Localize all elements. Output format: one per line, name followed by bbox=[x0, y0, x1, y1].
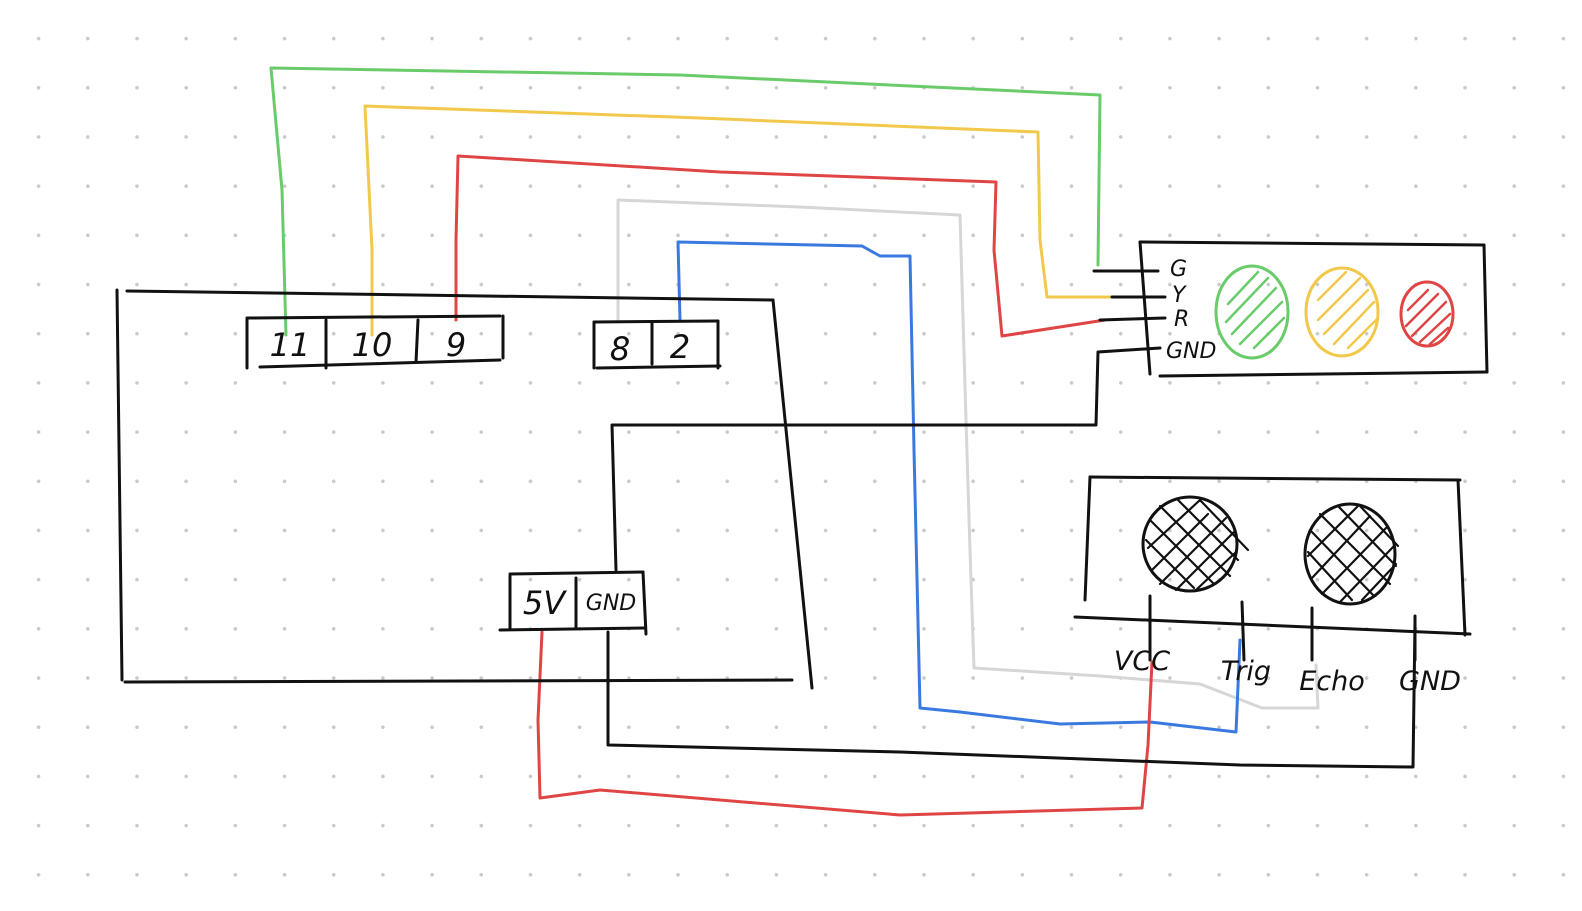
power-header: 5V GND bbox=[498, 570, 648, 636]
wire-red-5v-to-vcc bbox=[536, 630, 1154, 817]
traffic-pin-r-label: R bbox=[1174, 307, 1189, 332]
pin-11-label: 11 bbox=[270, 326, 311, 364]
transducer-left-icon bbox=[1141, 495, 1250, 593]
yellow-led-icon bbox=[1304, 266, 1380, 358]
wire-black-gnd-to-ultrasonic-gnd bbox=[606, 620, 1417, 769]
ultrasonic-sensor: VCC Trig Echo GND bbox=[1073, 475, 1472, 697]
wire-yellow-pin10-to-y bbox=[363, 104, 1112, 337]
wire-black-gnd-to-traffic-gnd bbox=[610, 346, 1162, 572]
sensor-pin-gnd-label: GND bbox=[1399, 666, 1461, 697]
green-led-icon bbox=[1214, 264, 1290, 360]
transducer-right-icon bbox=[1303, 502, 1400, 606]
wires bbox=[269, 66, 1417, 817]
traffic-light-module: G Y R GND bbox=[1092, 240, 1489, 378]
red-led-icon bbox=[1399, 280, 1455, 348]
pin-10-label: 10 bbox=[352, 326, 393, 364]
traffic-pin-g-label: G bbox=[1170, 257, 1187, 282]
pin-header-left: 11 10 9 bbox=[245, 314, 505, 370]
pin-2-label: 2 bbox=[670, 328, 690, 366]
wire-red-pin9-to-r bbox=[454, 154, 1107, 338]
pin-9-label: 9 bbox=[446, 326, 466, 364]
pin-5v-label: 5V bbox=[523, 584, 567, 622]
wire-gray-pin8-to-echo bbox=[616, 198, 1320, 710]
pin-8-label: 8 bbox=[610, 330, 630, 368]
wire-green-pin11-to-g bbox=[269, 66, 1102, 337]
wire-blue-pin2-to-trig bbox=[676, 240, 1242, 734]
traffic-pin-gnd-label: GND bbox=[1166, 339, 1216, 364]
sensor-pin-vcc-label: VCC bbox=[1114, 646, 1170, 677]
arduino-board: 11 10 9 8 2 5V GND bbox=[115, 288, 814, 690]
sensor-pin-echo-label: Echo bbox=[1299, 666, 1365, 697]
traffic-pin-y-label: Y bbox=[1172, 283, 1187, 308]
pin-gnd-label: GND bbox=[586, 591, 636, 616]
pin-header-right: 8 2 bbox=[592, 319, 722, 370]
sensor-pin-trig-label: Trig bbox=[1221, 656, 1271, 687]
